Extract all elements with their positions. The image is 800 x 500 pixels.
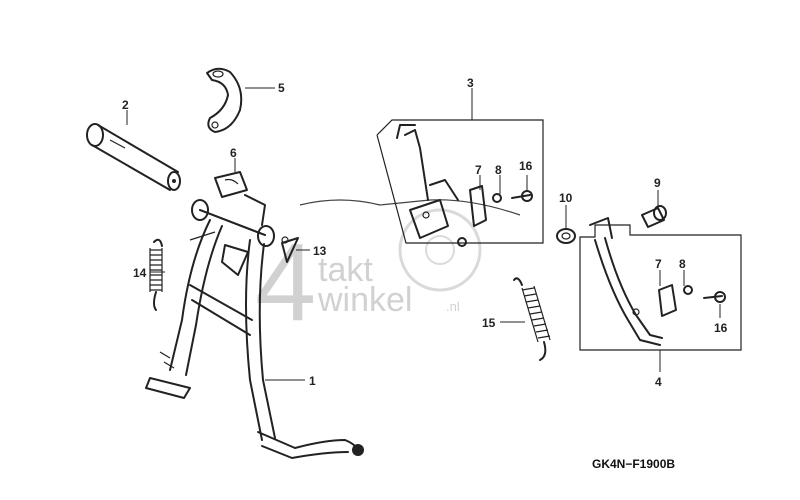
part-13-cotter-pin: [281, 236, 299, 263]
callout-4: 4: [655, 375, 662, 389]
assembly-4-box: [579, 217, 742, 351]
watermark-line2: winkel: [317, 281, 412, 319]
callout-3: 3: [467, 76, 474, 90]
watermark-digit: 4: [255, 221, 316, 344]
assembly-3-box: [376, 119, 544, 247]
leader-lines: [126, 87, 721, 381]
callout-9: 9: [654, 176, 661, 190]
watermark-line1: takt: [318, 251, 373, 289]
watermark-suffix: .nl: [446, 299, 460, 314]
callout-7-lower: 7: [655, 257, 662, 271]
diagram-code: GK4N−F1900B: [592, 457, 675, 471]
callout-15: 15: [482, 316, 496, 330]
part-14-spring: [149, 238, 163, 311]
callout-5: 5: [278, 81, 285, 95]
callout-14: 14: [133, 266, 147, 280]
callout-1: 1: [309, 374, 316, 388]
callout-7-upper: 7: [475, 163, 482, 177]
callout-16-upper: 16: [519, 159, 533, 173]
part-2-pivot-shaft: [86, 123, 181, 191]
callout-13: 13: [313, 244, 327, 258]
callout-8-lower: 8: [679, 257, 686, 271]
callout-16-lower: 16: [714, 321, 728, 335]
callout-6: 6: [230, 146, 237, 160]
callout-labels: 2 5 6 3 7 8 16 10 9 7 8 16 4 14 13 15 1: [122, 76, 728, 389]
part-6-stopper-rubber: [214, 171, 248, 198]
part-10-collar: [556, 228, 576, 244]
part-1-main-stand: [145, 194, 364, 459]
callout-10: 10: [559, 191, 573, 205]
part-5-bracket: [206, 67, 243, 133]
part-9-bolt: [641, 205, 667, 228]
watermark-logo: 4 takt winkel .nl: [255, 199, 521, 344]
callout-2: 2: [122, 98, 129, 112]
callout-8-upper: 8: [495, 163, 502, 177]
part-15-spring: [513, 277, 551, 361]
